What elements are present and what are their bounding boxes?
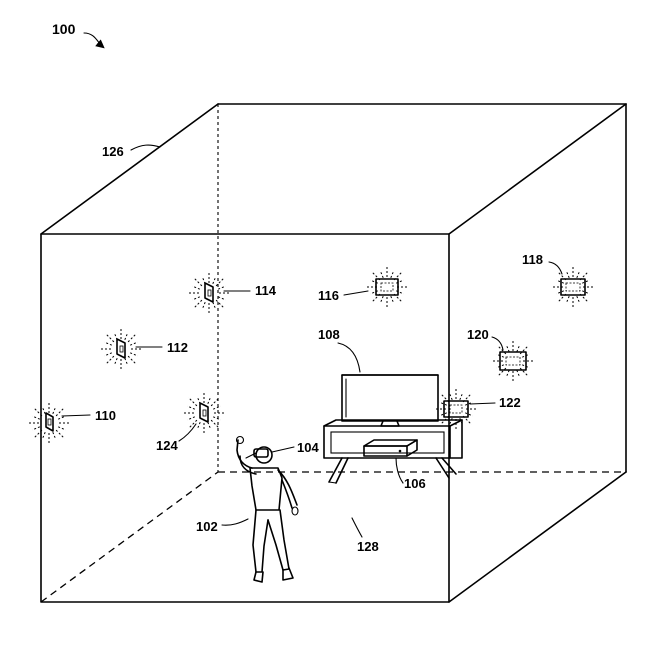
signal-ray bbox=[212, 302, 217, 310]
signal-ray bbox=[32, 415, 40, 420]
marker-114-label: 114 bbox=[255, 283, 277, 298]
signal-ray bbox=[207, 422, 212, 430]
marker-116-label: 116 bbox=[318, 288, 339, 303]
signal-ray bbox=[565, 296, 570, 304]
signal-ray bbox=[58, 426, 66, 431]
signal-ray bbox=[124, 358, 129, 366]
marker-122 bbox=[434, 387, 478, 431]
signal-ray bbox=[113, 358, 118, 366]
signal-ray bbox=[379, 296, 384, 304]
signal-ray bbox=[439, 412, 447, 417]
signal-ray bbox=[193, 277, 203, 287]
signal-ray bbox=[127, 333, 137, 343]
signal-ray bbox=[576, 270, 581, 278]
signal-ray bbox=[52, 432, 57, 440]
signal-ray bbox=[58, 415, 66, 420]
tv-stand bbox=[323, 419, 463, 484]
signal-ray bbox=[187, 405, 195, 410]
signal-ray bbox=[215, 299, 225, 309]
signal-ray bbox=[52, 406, 57, 414]
signal-ray bbox=[192, 285, 200, 290]
signal-ray bbox=[32, 426, 40, 431]
signal-ray bbox=[379, 270, 384, 278]
marker-112 bbox=[99, 327, 143, 371]
signal-ray bbox=[41, 432, 46, 440]
marker-124 bbox=[182, 391, 226, 435]
signal-ray bbox=[207, 396, 212, 404]
signal-ray bbox=[218, 285, 226, 290]
signal-ray bbox=[505, 344, 510, 352]
user-label: 102 bbox=[196, 519, 218, 534]
television bbox=[341, 374, 439, 427]
signal-ray bbox=[187, 416, 195, 421]
marker-120 bbox=[491, 339, 535, 383]
signal-ray bbox=[505, 370, 510, 378]
signal-ray bbox=[193, 299, 203, 309]
marker-110-label: 110 bbox=[95, 408, 116, 423]
signal-ray bbox=[218, 296, 226, 301]
marker-120-label: 120 bbox=[467, 327, 489, 342]
signal-ray bbox=[465, 401, 473, 406]
signal-ray bbox=[213, 405, 221, 410]
signal-ray bbox=[516, 370, 521, 378]
headset-label: 104 bbox=[297, 440, 319, 455]
marker-114 bbox=[187, 271, 231, 315]
signal-ray bbox=[124, 332, 129, 340]
figure-number-label: 100 bbox=[52, 21, 76, 37]
signal-ray bbox=[104, 352, 112, 357]
marker-116 bbox=[365, 265, 409, 309]
marker-124-label: 124 bbox=[156, 438, 178, 453]
signal-ray bbox=[465, 412, 473, 417]
console-label: 106 bbox=[404, 476, 426, 491]
signal-ray bbox=[576, 296, 581, 304]
signal-ray bbox=[516, 344, 521, 352]
signal-ray bbox=[459, 392, 464, 400]
signal-ray bbox=[55, 429, 65, 439]
signal-ray bbox=[127, 355, 137, 365]
signal-ray bbox=[565, 270, 570, 278]
signal-ray bbox=[212, 276, 217, 284]
tv-label: 108 bbox=[318, 327, 340, 342]
signal-ray bbox=[556, 279, 564, 284]
signal-ray bbox=[105, 355, 115, 365]
signal-ray bbox=[201, 302, 206, 310]
signal-ray bbox=[556, 290, 564, 295]
signal-ray bbox=[196, 422, 201, 430]
room-cube bbox=[40, 103, 627, 603]
marker-118 bbox=[551, 265, 595, 309]
game-console bbox=[363, 439, 418, 457]
signal-ray bbox=[448, 392, 453, 400]
ceiling-leader bbox=[130, 144, 161, 151]
signal-ray bbox=[439, 401, 447, 406]
signal-ray bbox=[582, 290, 590, 295]
signal-ray bbox=[188, 397, 198, 407]
marker-110 bbox=[27, 401, 71, 445]
marker-122-label: 122 bbox=[499, 395, 521, 410]
marker-112-label: 112 bbox=[167, 340, 188, 355]
signal-ray bbox=[192, 296, 200, 301]
signal-ray bbox=[105, 333, 115, 343]
marker-118-label: 118 bbox=[522, 252, 543, 267]
signal-ray bbox=[390, 296, 395, 304]
signal-ray bbox=[213, 416, 221, 421]
signal-ray bbox=[130, 341, 138, 346]
floor-label: 128 bbox=[357, 539, 379, 554]
signal-ray bbox=[41, 406, 46, 414]
signal-ray bbox=[55, 407, 65, 417]
signal-ray bbox=[582, 279, 590, 284]
signal-ray bbox=[390, 270, 395, 278]
signal-ray bbox=[104, 341, 112, 346]
ceiling-label: 126 bbox=[102, 144, 124, 159]
signal-ray bbox=[215, 277, 225, 287]
signal-ray bbox=[130, 352, 138, 357]
figure-arrow bbox=[83, 32, 105, 49]
user-person bbox=[235, 435, 299, 583]
